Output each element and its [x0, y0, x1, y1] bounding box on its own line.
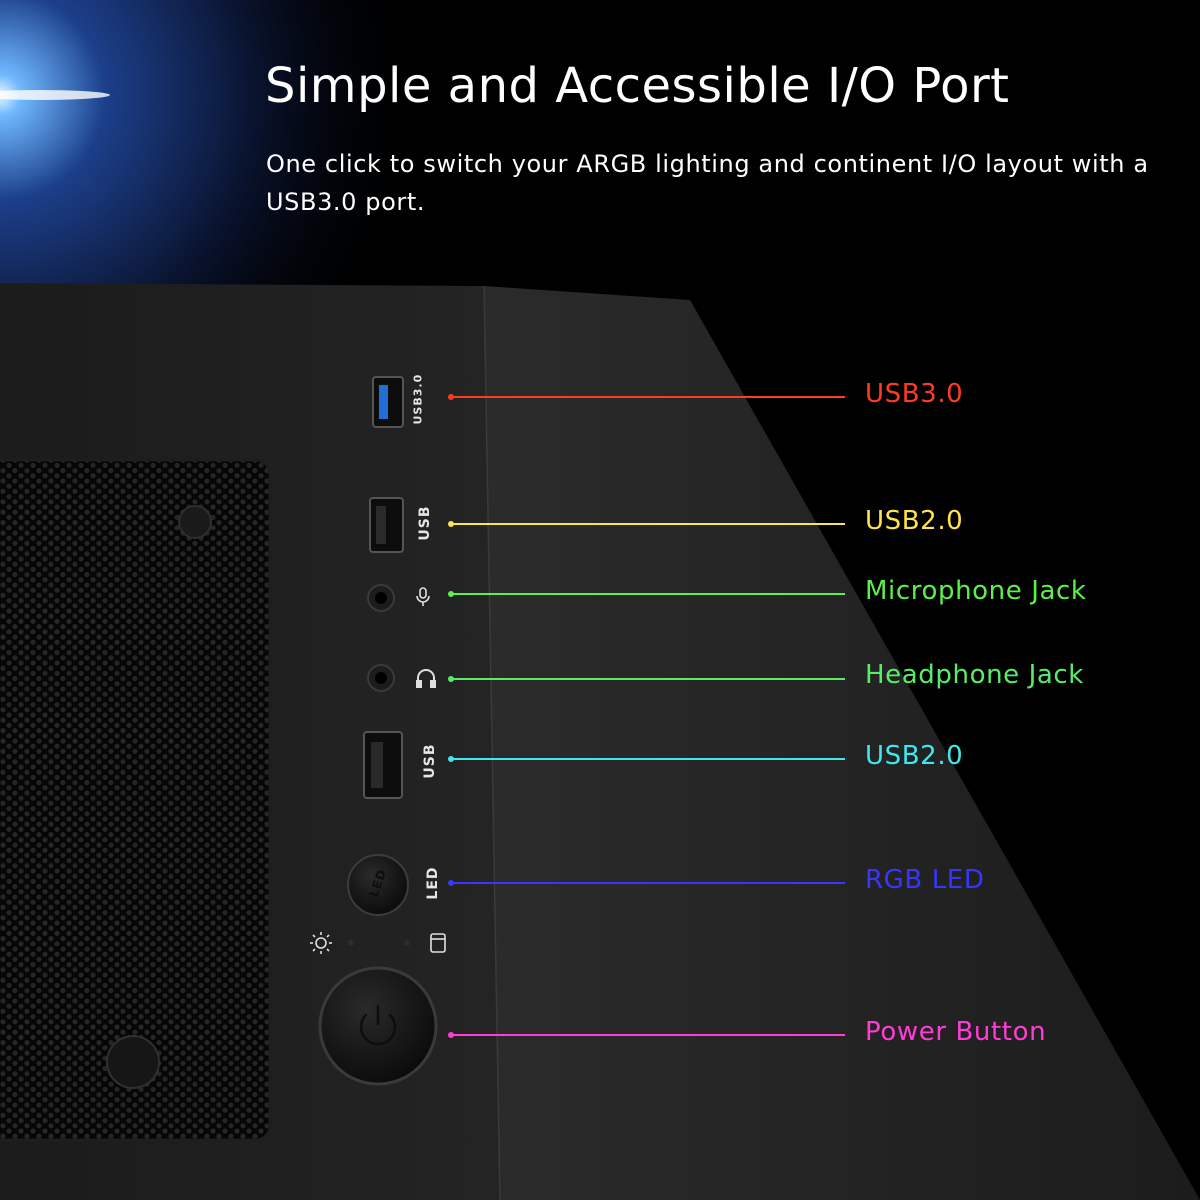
callout-line-power	[451, 1034, 845, 1036]
drive-icon	[430, 933, 446, 953]
case-side-edge	[484, 286, 1200, 1200]
callout-label-headphone: Headphone Jack	[865, 660, 1084, 690]
usb-marking-top: USB	[417, 505, 433, 541]
microphone-icon	[416, 587, 430, 606]
usb2-port-bottom	[363, 731, 403, 799]
microphone-jack	[367, 584, 395, 612]
callout-label-usb2-top: USB2.0	[865, 506, 964, 536]
power-button-shape	[318, 966, 438, 1086]
callout-label-usb3: USB3.0	[865, 379, 964, 409]
callout-label-microphone: Microphone Jack	[865, 576, 1087, 606]
usb-marking-bottom: USB	[422, 743, 438, 779]
headphone-icon	[416, 669, 436, 688]
light-flare	[0, 90, 110, 100]
callout-line-usb3	[451, 396, 845, 398]
usb3-port	[372, 376, 404, 428]
power-icon	[359, 1004, 397, 1046]
led-marking: LED	[425, 866, 441, 900]
callout-line-rgb-led	[451, 882, 845, 884]
page-title: Simple and Accessible I/O Port	[265, 58, 1010, 114]
callout-line-microphone	[451, 593, 845, 595]
headphone-jack	[367, 664, 395, 692]
callout-line-usb2-bottom	[451, 758, 845, 760]
brightness-icon	[310, 932, 332, 954]
usb2-port-top	[369, 497, 404, 553]
callout-label-power: Power Button	[865, 1017, 1047, 1047]
rgb-led-button-shape	[347, 854, 409, 916]
callout-line-headphone	[451, 678, 845, 680]
usb3-marking: USB3.0	[411, 373, 425, 425]
page-subtitle: One click to switch your ARGB lighting a…	[266, 150, 1149, 216]
callout-label-usb2-bottom: USB2.0	[865, 741, 964, 771]
callout-label-rgb-led: RGB LED	[865, 865, 985, 895]
callout-line-usb2-top	[451, 523, 845, 525]
dust-filter-mesh	[0, 458, 272, 1142]
